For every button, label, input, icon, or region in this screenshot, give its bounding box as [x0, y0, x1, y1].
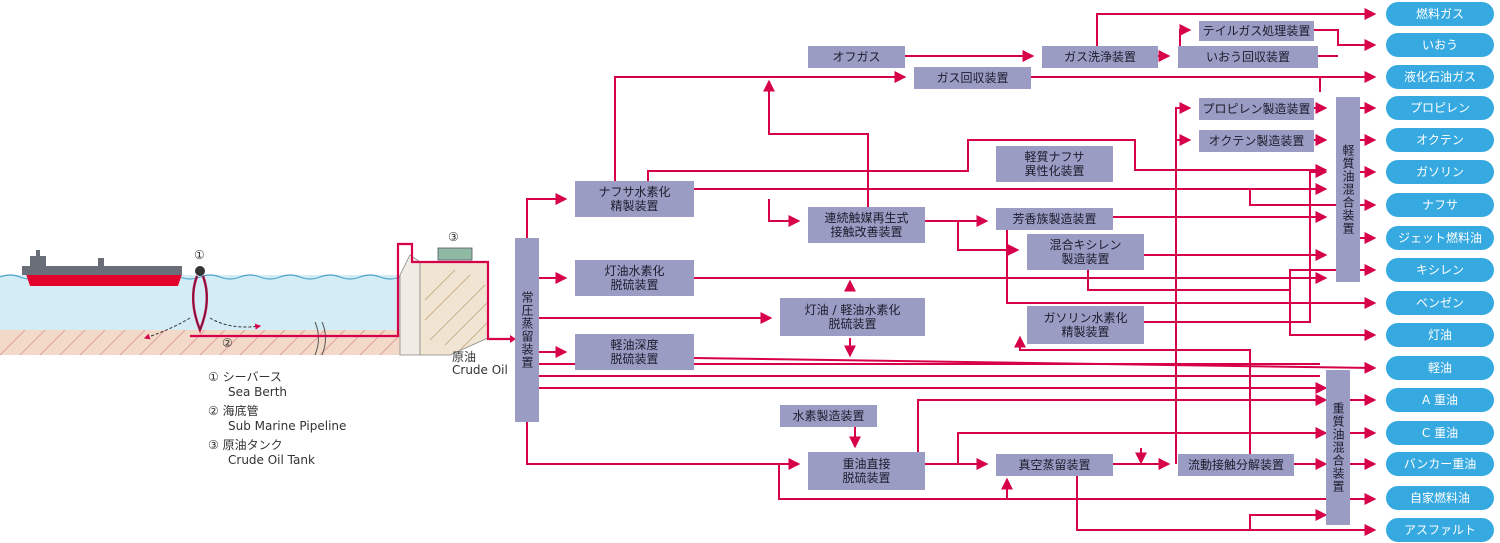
marker-two: ②: [222, 336, 233, 350]
tail-gas-treatment-unit: テイルガス処理装置: [1199, 21, 1314, 41]
ccr-reformer-unit: 連続触媒再生式 接触改善装置: [808, 207, 925, 243]
product-benzene: ベンゼン: [1386, 291, 1494, 315]
offgas-unit: オフガス: [808, 46, 905, 68]
sea-berth: [191, 266, 209, 334]
light-oil-blending-unit: 軽質油混合装置: [1336, 97, 1360, 282]
crude-oil-jp: 原油: [452, 350, 477, 364]
product-gasoil: 軽油: [1386, 356, 1494, 380]
product-c-heavy-oil: C 重油: [1386, 421, 1494, 445]
tanker-ship: [22, 250, 182, 286]
product-xylene: キシレン: [1386, 258, 1494, 282]
kerosene-hds-unit: 灯油水素化 脱硫装置: [575, 260, 694, 296]
product-own-fuel-oil: 自家燃料油: [1386, 486, 1494, 510]
kerosene-gasoil-hds-unit: 灯油 / 軽油水素化 脱硫装置: [780, 298, 925, 336]
light-naphtha-isomerization-unit: 軽質ナフサ 異性化装置: [996, 146, 1113, 182]
gasoil-deep-hds-unit: 軽油深度 脱硫装置: [575, 334, 694, 370]
product-kerosene: 灯油: [1386, 323, 1494, 347]
gas-washing-unit: ガス洗浄装置: [1042, 46, 1158, 68]
heavy-oil-blending-unit: 重質油混合装置: [1326, 370, 1350, 525]
product-octene: オクテン: [1386, 128, 1494, 152]
crude-oil-tank: [437, 247, 473, 261]
crude-oil-en: Crude Oil: [452, 363, 508, 377]
octene-production-unit: オクテン製造装置: [1199, 130, 1314, 152]
product-naphtha: ナフサ: [1386, 193, 1494, 217]
gas-recovery-unit: ガス回収装置: [914, 67, 1031, 89]
product-sulfur: いおう: [1386, 33, 1494, 57]
legend-sea-berth-en: Sea Berth: [228, 385, 288, 399]
marker-one: ①: [194, 248, 205, 262]
product-lpg: 液化石油ガス: [1386, 65, 1494, 89]
fcc-unit: 流動接触分解装置: [1178, 454, 1294, 476]
legend-pipeline-en: Sub Marine Pipeline: [228, 419, 347, 433]
legend-tank-jp: ③ 原油タンク: [208, 438, 283, 452]
vacuum-distillation-unit: 真空蒸留装置: [996, 454, 1113, 476]
legend-pipeline-jp: ② 海底管: [208, 404, 259, 418]
product-propylene: プロピレン: [1386, 96, 1494, 120]
propylene-production-unit: プロピレン製造装置: [1199, 98, 1314, 120]
aromatics-production-unit: 芳香族製造装置: [996, 208, 1113, 230]
atmospheric-distillation-unit: 常圧蒸留装置: [515, 238, 539, 422]
gasoline-hydrotreater-unit: ガソリン水素化 精製装置: [1027, 306, 1144, 344]
product-asphalt: アスファルト: [1386, 518, 1494, 542]
heavy-oil-direct-hds-unit: 重油直接 脱硫装置: [808, 452, 925, 490]
legend-sea-berth-jp: ① シーバース: [208, 370, 282, 384]
product-bunker-oil: バンカー重油: [1386, 452, 1494, 476]
legend-tank-en: Crude Oil Tank: [228, 453, 315, 467]
sulfur-recovery-unit: いおう回収装置: [1178, 46, 1318, 68]
product-gasoline: ガソリン: [1386, 160, 1494, 184]
hydrogen-production-unit: 水素製造装置: [780, 405, 877, 427]
product-fuel-gas: 燃料ガス: [1386, 2, 1494, 26]
product-jet-fuel: ジェット燃料油: [1386, 226, 1494, 250]
product-a-heavy-oil: A 重油: [1386, 388, 1494, 412]
marker-three: ③: [448, 230, 459, 244]
mixed-xylene-unit: 混合キシレン 製造装置: [1027, 234, 1144, 270]
seabed: [0, 330, 400, 355]
naphtha-hydrotreater-unit: ナフサ水素化 精製装置: [575, 181, 694, 217]
